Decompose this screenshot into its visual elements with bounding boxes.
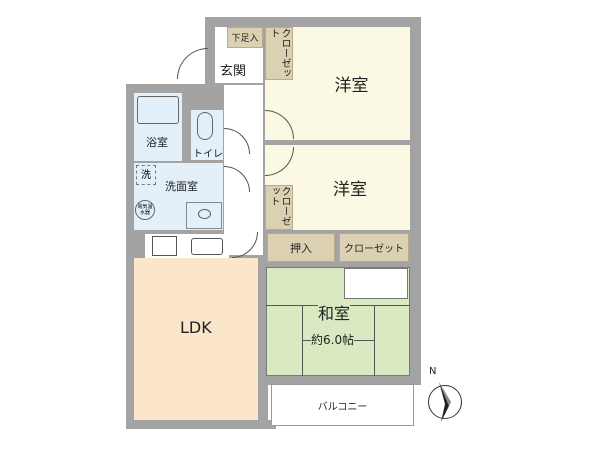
compass-north-label: N xyxy=(429,366,437,377)
ldk-label: LDK xyxy=(180,318,212,337)
basin-bowl-icon xyxy=(198,209,211,219)
kitchen-sink-icon xyxy=(191,238,223,255)
genkan-label: 玄関 xyxy=(220,64,247,79)
japanese-room-size: 約6.0帖 xyxy=(311,331,355,348)
oshiire: 押入 xyxy=(267,233,335,262)
bathroom-label: 浴室 xyxy=(146,136,168,149)
washer-space: 洗 xyxy=(136,165,156,185)
bathroom xyxy=(134,93,182,161)
compass-icon xyxy=(428,385,462,419)
wash-basin-icon xyxy=(186,202,222,229)
compass-needle-icon xyxy=(439,382,451,422)
wall xyxy=(126,420,276,429)
closet-door-area xyxy=(344,268,408,299)
closet-3: クローゼット xyxy=(339,233,409,262)
washroom-label: 洗面室 xyxy=(165,180,198,193)
shoe-storage: 下足入 xyxy=(227,27,263,48)
stove-icon xyxy=(152,236,177,256)
tatami-line xyxy=(374,305,375,376)
ldk xyxy=(134,258,258,420)
bathtub-icon xyxy=(137,96,179,124)
toilet-label: トイレ xyxy=(193,149,223,160)
japanese-room-label: 和室 xyxy=(318,300,351,324)
closet-1: クローゼット xyxy=(265,27,293,80)
balcony: バルコニー xyxy=(271,384,414,426)
western-room-1: 洋室 xyxy=(293,27,410,140)
closet-2: クローゼット xyxy=(265,185,293,230)
toilet-icon xyxy=(197,112,213,140)
entrance-door[interactable] xyxy=(177,48,208,79)
water-heater-icon: 電気温水器 xyxy=(135,200,155,220)
